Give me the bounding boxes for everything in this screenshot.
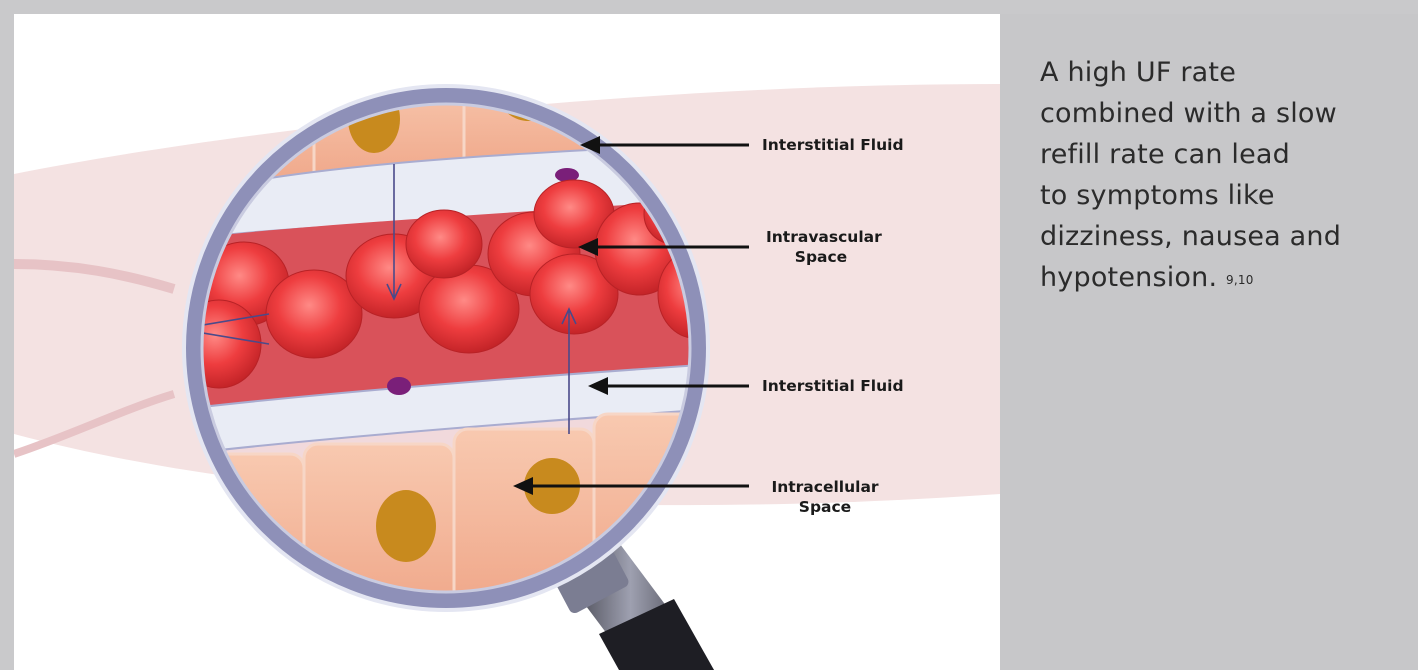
side-text-line: refill rate can lead <box>1040 134 1412 175</box>
label-text-line1: Intracellular <box>770 477 880 497</box>
side-text-last-line: hypotension. 9,10 <box>1040 257 1412 298</box>
label-text-line2: Space <box>770 497 880 517</box>
label-text: Interstitial Fluid <box>762 136 904 154</box>
side-text-line: dizziness, nausea and <box>1040 216 1412 257</box>
label-text-line2: Space <box>766 247 876 267</box>
side-text-line: combined with a slow <box>1040 93 1412 134</box>
label-intravascular-space: Intravascular Space <box>766 227 876 267</box>
label-intracellular-space: Intracellular Space <box>770 477 880 517</box>
side-text-line: to symptoms like <box>1040 175 1412 216</box>
side-text-line: hypotension. <box>1040 262 1217 293</box>
label-interstitial-fluid-top: Interstitial Fluid <box>762 135 904 155</box>
side-text-line: A high UF rate <box>1040 52 1412 93</box>
label-interstitial-fluid-bottom: Interstitial Fluid <box>762 376 904 396</box>
side-panel: A high UF rate combined with a slow refi… <box>1000 14 1418 670</box>
magnifier-illustration <box>14 14 1000 670</box>
citation-superscript: 9,10 <box>1226 273 1254 287</box>
label-text-line1: Intravascular <box>766 227 876 247</box>
label-text: Interstitial Fluid <box>762 377 904 395</box>
side-panel-text: A high UF rate combined with a slow refi… <box>1040 52 1412 298</box>
illustration-panel: Interstitial Fluid Intravascular Space I… <box>14 14 1000 670</box>
